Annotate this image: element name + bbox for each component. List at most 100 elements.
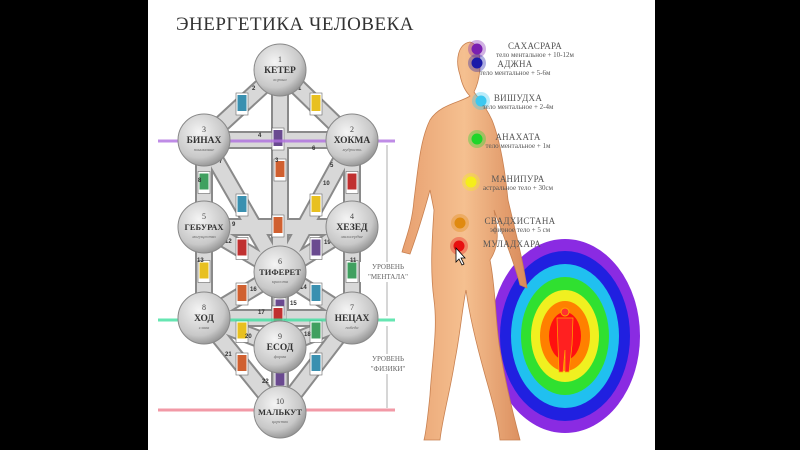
sephirah-meaning: красота	[272, 279, 289, 284]
level-label-line2: "ФИЗИКИ"	[370, 365, 406, 373]
tarot-card-image	[237, 196, 247, 212]
chakra-name: МАНИПУРА	[491, 174, 545, 184]
body-silhouette	[401, 41, 528, 441]
path-number: 9	[232, 222, 236, 228]
sephirah-name: ХОД	[194, 314, 214, 324]
tarot-card	[309, 193, 323, 217]
sephirah-number: 1	[278, 55, 282, 64]
tarot-card	[345, 260, 359, 283]
level-label-line1: УРОВЕНЬ	[371, 263, 404, 271]
sephirah-name: ХОКМА	[334, 136, 371, 146]
sephirah-meaning: понимание	[194, 147, 215, 152]
tarot-card-image	[273, 308, 283, 324]
chakra-name: ВИШУДХА	[493, 93, 543, 103]
tarot-card	[271, 214, 285, 238]
chakra-name: САХАСРАРА	[507, 41, 562, 51]
chakra-name: МУЛАДХАРА	[482, 239, 542, 249]
tarot-card-image	[237, 285, 247, 301]
sephirah-sphere	[253, 245, 307, 299]
tarot-card-image	[311, 355, 321, 371]
path-number: 15	[290, 301, 297, 307]
path-number: 6	[312, 146, 316, 152]
sephirah-sphere	[253, 43, 307, 97]
tarot-card-image	[347, 262, 357, 279]
level-label-line1: УРОВЕНЬ	[371, 355, 404, 363]
sephirah-name: КЕТЕР	[264, 66, 296, 76]
sephirah-name: ТИФЕРЕТ	[259, 267, 301, 277]
path-number: 5	[330, 163, 334, 169]
path-number: 20	[245, 334, 252, 340]
chakra-3-icon	[475, 95, 487, 107]
chakra-2-icon	[471, 57, 483, 69]
chakra-description: астральное тело + 30см	[482, 184, 554, 192]
sephirah-number: 7	[350, 303, 354, 312]
chakra-1-icon	[471, 43, 483, 55]
path-number: 22	[262, 379, 269, 385]
tarot-card-image	[273, 130, 283, 146]
aura-figure-body	[556, 317, 574, 373]
sephirah-name: МАЛЬКУТ	[258, 407, 302, 417]
sephirah-sphere	[253, 320, 307, 374]
sephirah-meaning: корона	[273, 77, 287, 82]
tarot-card	[235, 92, 249, 116]
sephirah-sphere	[325, 291, 379, 345]
sephirah-sphere	[177, 113, 231, 167]
slide-title: ЭНЕРГЕТИКА ЧЕЛОВЕКА	[176, 14, 414, 35]
tarot-card	[345, 171, 359, 194]
tarot-card-image	[237, 355, 247, 371]
sephirah-sphere	[253, 385, 307, 439]
tarot-card-image	[275, 161, 285, 177]
chakra-description: тело ментальное + 1м	[485, 142, 551, 150]
chakra-label: МУЛАДХАРА	[462, 240, 562, 249]
sephirah-name: ХЕЗЕД	[336, 223, 368, 233]
tarot-card	[309, 237, 323, 260]
aura-figure-head	[560, 307, 570, 317]
sephirah-name: БИНАХ	[187, 136, 222, 146]
chakra-name: АНАХАТА	[495, 132, 541, 142]
sephirah-number: 4	[350, 212, 354, 221]
tarot-card-image	[237, 95, 247, 111]
sephirah-number: 10	[276, 397, 284, 406]
sephirah-number: 8	[202, 303, 206, 312]
tarot-card-image	[199, 262, 209, 279]
chakra-description: эфирное тело + 5 см	[489, 226, 551, 234]
path-number: 18	[304, 332, 311, 338]
tarot-card	[273, 158, 287, 182]
path-number: 11	[350, 258, 357, 264]
tarot-card	[235, 282, 249, 306]
tarot-card	[197, 171, 211, 194]
sephirah-name: ЕСОД	[267, 343, 294, 353]
path-number: 3	[275, 158, 279, 164]
chakra-name: СВАДХИСТАНА	[484, 216, 556, 226]
tarot-card-image	[275, 369, 285, 386]
sephirah-meaning: слава	[199, 325, 210, 330]
sephirah-number: 5	[202, 212, 206, 221]
path-number: 19	[324, 240, 331, 246]
sephirah-sphere	[325, 113, 379, 167]
path-number: 8	[198, 178, 202, 184]
sephirah-meaning: могущество	[191, 234, 216, 239]
tarot-card-image	[273, 217, 283, 233]
path-number: 13	[197, 258, 204, 264]
path-number: 1	[298, 86, 302, 92]
chakra-4-icon	[471, 133, 483, 145]
tarot-card	[271, 127, 285, 151]
sephirah-sphere	[177, 200, 231, 254]
sephirah-number: 3	[202, 125, 206, 134]
tarot-card	[197, 260, 211, 283]
chakra-description: тело ментальное + 10-12м	[496, 51, 574, 59]
chakra-description: тело ментальное + 5-6м	[479, 69, 551, 77]
sephirah-meaning: милосердие	[340, 234, 363, 239]
sephirah-number: 6	[278, 257, 282, 266]
path-number: 21	[225, 352, 232, 358]
chakra-5-icon	[465, 176, 477, 188]
path-number: 16	[250, 287, 257, 293]
